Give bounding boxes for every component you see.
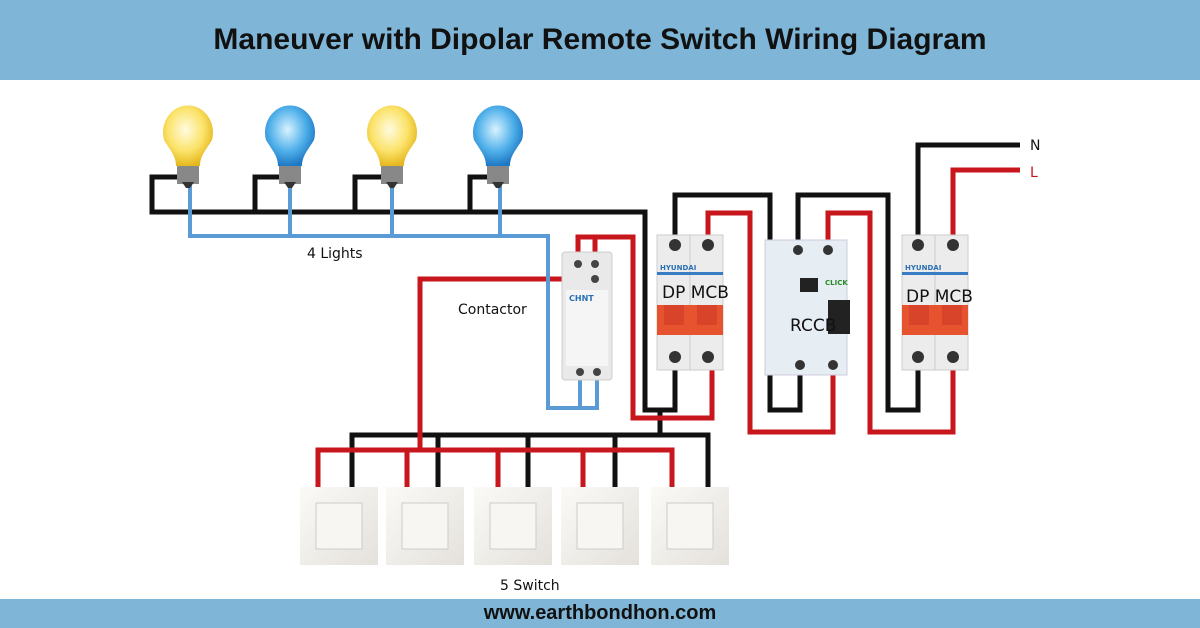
bulb — [163, 105, 213, 188]
switch — [651, 487, 729, 565]
live-wire-control — [417, 276, 595, 450]
live-supply-wire — [950, 167, 1020, 245]
contactor: CHNT — [561, 251, 613, 381]
mcb2-label: DP MCB — [906, 287, 973, 307]
neutral-wire — [252, 174, 290, 212]
diagram-title: Maneuver with Dipolar Remote Switch Wiri… — [213, 23, 987, 56]
live-label: L — [1030, 165, 1038, 181]
lamp-wires — [188, 185, 599, 410]
neutral-supply-wire — [915, 142, 1020, 245]
dp-mcb-1: HYUNDAI — [656, 234, 724, 371]
rccb-label: RCCB — [790, 316, 836, 336]
neutral-wire — [657, 355, 678, 435]
contactor-label: Contactor — [458, 302, 527, 318]
website-link[interactable]: www.earthbondhon.com — [483, 602, 717, 624]
switch — [300, 487, 378, 565]
mcb1-label: DP MCB — [662, 283, 729, 303]
svg-text:HYUNDAI: HYUNDAI — [905, 264, 941, 272]
switches-label: 5 Switch — [500, 578, 560, 594]
lights-label: 4 Lights — [307, 246, 363, 262]
svg-text:CLICK: CLICK — [825, 279, 848, 287]
svg-text:HYUNDAI: HYUNDAI — [660, 264, 696, 272]
switch — [386, 487, 464, 565]
bulb — [367, 105, 417, 188]
bulb — [265, 105, 315, 188]
title-banner: Maneuver with Dipolar Remote Switch Wiri… — [0, 0, 1200, 80]
dp-mcb-2: HYUNDAI — [901, 234, 969, 371]
neutral-wire-rccb-mcb — [795, 192, 921, 413]
switch-live-bus — [315, 447, 675, 487]
live-wires — [315, 167, 1020, 487]
neutral-wires — [149, 142, 1020, 487]
footer-banner: www.earthbondhon.com — [0, 599, 1200, 628]
live-wire-contactor — [575, 234, 715, 421]
svg-text:CHNT: CHNT — [569, 294, 594, 303]
switch — [561, 487, 639, 565]
bulb — [473, 105, 523, 188]
rccb: CLICK — [764, 239, 850, 376]
neutral-wire — [352, 174, 392, 212]
neutral-wire-lamps — [149, 174, 660, 413]
live-wire-mcb-rccb — [705, 210, 836, 435]
neutral-label: N — [1030, 138, 1040, 154]
switch — [474, 487, 552, 565]
live-wire-rccb-mcb — [825, 210, 956, 435]
